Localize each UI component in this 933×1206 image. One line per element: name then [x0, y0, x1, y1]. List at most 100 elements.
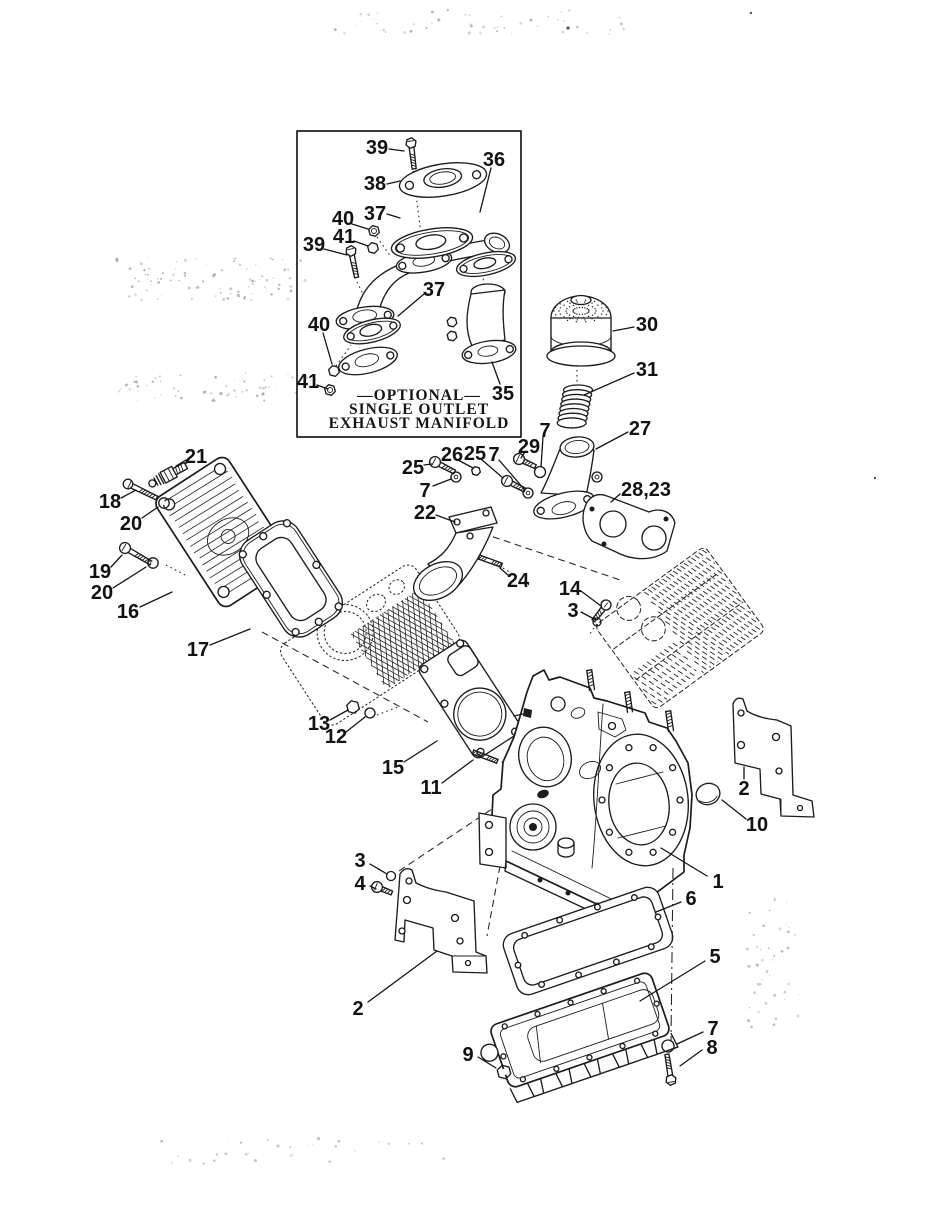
stud-thread [483, 557, 488, 562]
gasket-hole [538, 980, 546, 988]
head-fin [202, 526, 264, 566]
speckle-dot [157, 281, 161, 284]
speckle-dot [146, 289, 148, 292]
speckle-dot [786, 930, 790, 934]
intake-pipe-22 [413, 506, 498, 602]
speckle-dot [420, 1142, 424, 1145]
head-fin [174, 483, 236, 522]
nut-body [446, 316, 458, 328]
speckle-dot [209, 391, 213, 395]
speckle-dot [566, 26, 570, 30]
oil-pan-gasket-6 [502, 886, 674, 996]
speckle-dot [128, 388, 131, 391]
stud-thread [478, 555, 483, 560]
dome-dot [591, 306, 594, 308]
speckle-dot [244, 1152, 248, 1156]
leader-line [612, 326, 635, 332]
washer-hole [162, 501, 166, 505]
drain-bolt-8 [664, 1053, 677, 1086]
leader-line [423, 463, 433, 466]
cylinder-fin [635, 601, 744, 681]
crankcase-1 [478, 669, 693, 926]
speckle-dot [187, 286, 191, 290]
speckle-dot [243, 297, 246, 300]
axis-line-dashed [486, 865, 501, 937]
leader-line [498, 459, 525, 490]
washer-hole [525, 490, 531, 496]
dome-dot [602, 310, 604, 312]
head-fin [162, 465, 224, 503]
air-cleaner-30 [546, 294, 616, 367]
dome-dot [605, 314, 608, 316]
bolt-thread [528, 462, 534, 467]
leader-line [660, 847, 708, 877]
hatch-line [668, 645, 689, 660]
bolt-thread [352, 270, 359, 273]
speckle-dot [759, 948, 762, 951]
speckle-dot [788, 926, 790, 928]
dome-dot [578, 313, 581, 316]
hatch-line [659, 652, 698, 678]
speckle-dot [773, 898, 776, 902]
dome-dot [594, 308, 596, 310]
speckle-dot [229, 293, 232, 295]
dome-dot [574, 312, 576, 314]
bolt-thread [138, 488, 144, 493]
dome-dot [591, 318, 593, 320]
speckle-dot [259, 279, 261, 281]
nut-body [368, 225, 380, 237]
leader-line [580, 590, 602, 607]
callout-label-21: 21 [185, 446, 207, 468]
callout-label-13: 13 [308, 713, 330, 735]
bolt-thread [350, 261, 357, 264]
speckle-dot [245, 267, 248, 270]
axis-line-dashed [398, 800, 505, 872]
lockwasher-7 [661, 1039, 675, 1053]
speckle-dot [756, 982, 760, 986]
speckle-dot [137, 390, 139, 392]
callout-label-7: 7 [539, 420, 550, 442]
speckle-dot [289, 1146, 292, 1149]
washer-hole [538, 470, 542, 474]
speckle-dot [289, 285, 293, 288]
bolt-tip [353, 276, 360, 279]
bolt-19 [118, 541, 153, 566]
speckle-dot [373, 19, 375, 21]
speckle-dot [469, 24, 473, 28]
speckle-dot [183, 258, 187, 262]
speckle-dot [276, 1144, 280, 1148]
stud-thread [588, 680, 594, 684]
bolt-thread [140, 489, 146, 494]
hatch-line [679, 640, 715, 666]
hatch-line [686, 650, 712, 668]
leader-line [432, 478, 452, 487]
bolt-thread [352, 272, 359, 275]
washer-body [158, 497, 170, 509]
speckle-dot [755, 945, 759, 948]
speckle-dot [468, 14, 471, 17]
bolt-thread [381, 887, 387, 892]
speckle-dot [212, 275, 215, 278]
speckle-dot [367, 13, 370, 16]
bolt-thread [441, 464, 447, 469]
bolt-29 [512, 452, 537, 470]
speckle-dot [382, 29, 385, 32]
pan-gusset [611, 1048, 630, 1068]
speckle-dot [237, 290, 240, 293]
speckle-dot [135, 375, 137, 378]
bolt-thread [143, 558, 149, 563]
leader-line [120, 489, 137, 499]
bolt-thread [151, 494, 157, 499]
speckle-dot [337, 1140, 341, 1143]
nut-body [324, 384, 336, 396]
stud-tip [665, 710, 672, 713]
gasket-hole [654, 913, 662, 921]
dome-dot [588, 310, 590, 312]
stud-thread [474, 751, 479, 756]
speckle-dot [354, 1149, 357, 1152]
dome-dot [593, 300, 596, 303]
hatch-line [375, 617, 442, 655]
speckle-dot [562, 20, 565, 22]
dome-dot [576, 319, 578, 321]
leader-line [175, 459, 187, 467]
